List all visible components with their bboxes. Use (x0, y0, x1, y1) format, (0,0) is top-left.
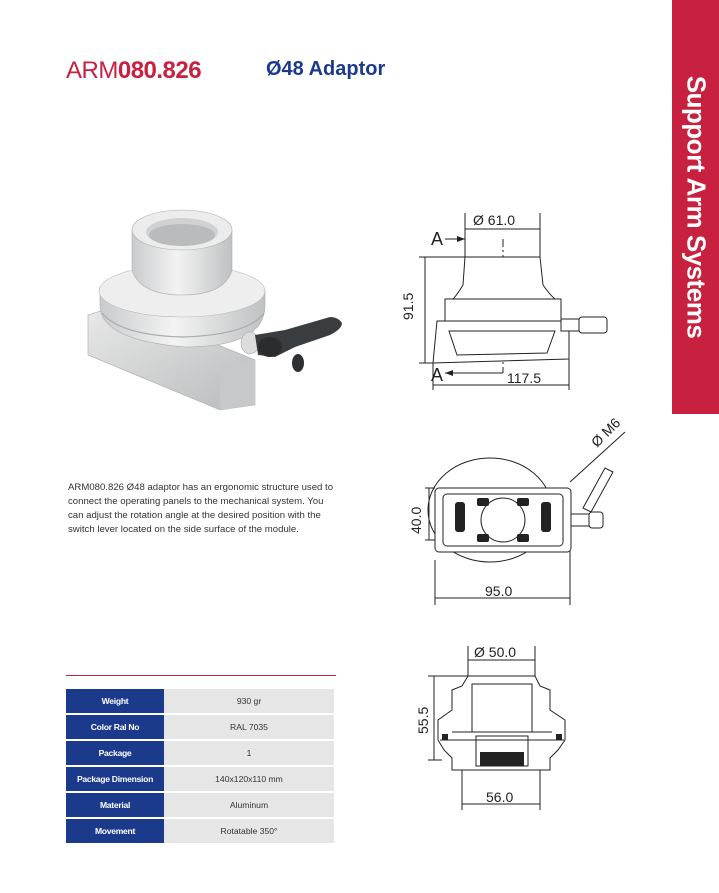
spec-value: 140x120x110 mm (164, 767, 334, 791)
spec-label: Movement (66, 819, 164, 843)
product-code: ARM080.826 (66, 57, 202, 85)
spec-label: Package Dimension (66, 767, 164, 791)
top-depth-label: 40.0 (408, 507, 424, 534)
section-label-top: A (431, 229, 443, 249)
product-photo (87, 209, 342, 411)
table-row: Material Aluminum (66, 793, 334, 817)
section-diameter-label: Ø 50.0 (474, 644, 516, 660)
front-diameter-label: Ø 61.0 (473, 212, 515, 228)
spec-label: Package (66, 741, 164, 765)
spec-value: 930 gr (164, 689, 334, 713)
section-view-drawing: Ø 50.0 55.5 56.0 (415, 644, 566, 810)
spec-label: Weight (66, 689, 164, 713)
table-row: Package 1 (66, 741, 334, 765)
table-row: Color Ral No RAL 7035 (66, 715, 334, 739)
front-view-drawing: A A Ø 61.0 91.5 117.5 (400, 212, 608, 390)
category-side-tab-label: Support Arm Systems (681, 75, 711, 339)
spec-value: RAL 7035 (164, 715, 334, 739)
section-divider (66, 675, 336, 676)
category-side-tab: Support Arm Systems (672, 0, 719, 414)
spec-value: Rotatable 350° (164, 819, 334, 843)
section-label-bottom: A (431, 365, 443, 385)
product-name: Ø48 Adaptor (266, 58, 386, 80)
spec-value: Aluminum (164, 793, 334, 817)
section-height-label: 55.5 (415, 707, 431, 734)
front-height-label: 91.5 (400, 293, 416, 320)
top-view-drawing: Ø M6 40.0 95.0 (408, 414, 626, 605)
table-row: Weight 930 gr (66, 689, 334, 713)
product-code-number: 080.826 (117, 57, 202, 84)
spec-label: Color Ral No (66, 715, 164, 739)
table-row: Package Dimension 140x120x110 mm (66, 767, 334, 791)
product-description: ARM080.826 Ø48 adaptor has an ergonomic … (68, 482, 334, 535)
top-width-label: 95.0 (485, 583, 512, 599)
product-code-prefix: ARM (66, 57, 118, 84)
table-row: Movement Rotatable 350° (66, 819, 334, 843)
spec-value: 1 (164, 741, 334, 765)
front-width-label: 117.5 (507, 370, 541, 386)
spec-table: Weight 930 gr Color Ral No RAL 7035 Pack… (66, 687, 334, 845)
top-thread-label: Ø M6 (588, 414, 624, 450)
spec-label: Material (66, 793, 164, 817)
section-width-label: 56.0 (486, 789, 513, 805)
